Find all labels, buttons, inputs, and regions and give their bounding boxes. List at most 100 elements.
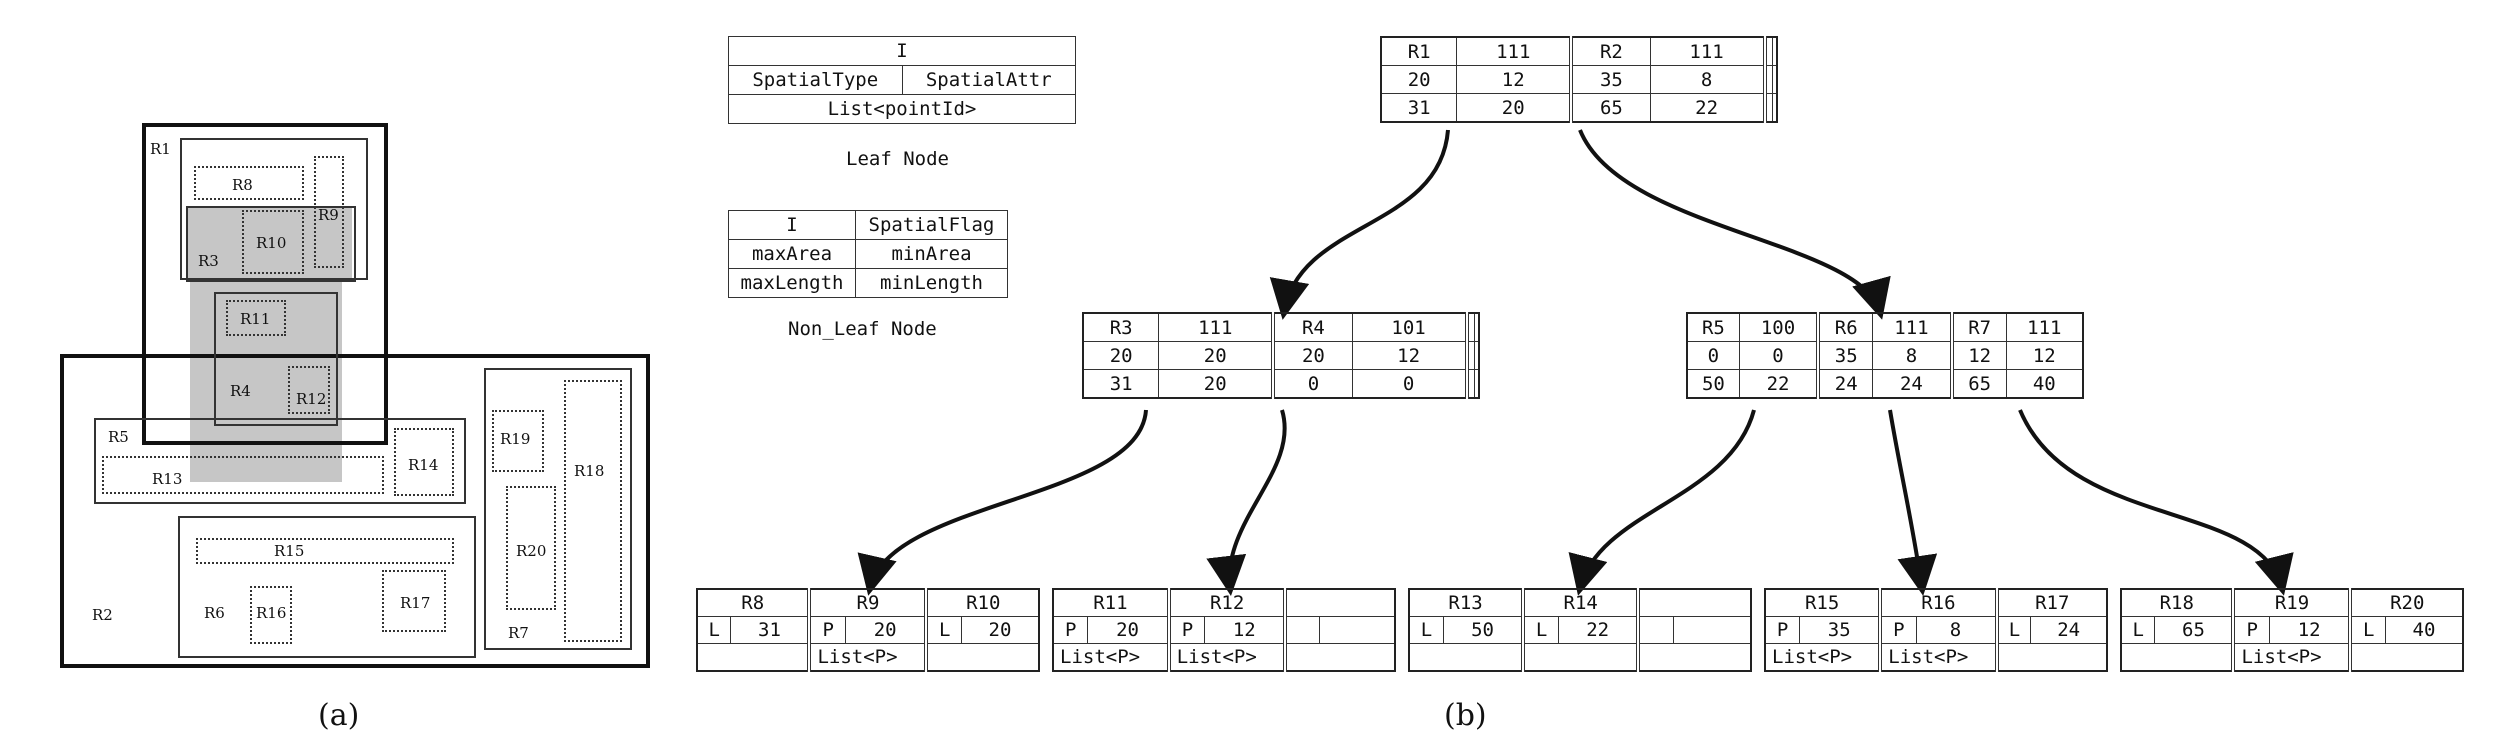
label-r17: R17 — [400, 594, 431, 612]
root-cell — [1762, 65, 1773, 94]
leaf-entry-attr: 20 — [960, 616, 1040, 644]
inner-right-cell: 0 — [1738, 341, 1819, 370]
inner-left-cell: 20 — [1158, 341, 1274, 370]
inner-left-cell: 111 — [1158, 312, 1274, 342]
leaf-entry-pointlist: List<P> — [807, 643, 927, 672]
leaf-entry-attr: 20 — [844, 616, 927, 644]
region-r3-lower — [186, 206, 356, 282]
inner-right-cell: 40 — [2005, 369, 2084, 399]
inner-right-cell: R7 — [1949, 312, 2007, 342]
inner-right-cell: 8 — [1872, 341, 1953, 370]
region-r9 — [314, 156, 344, 268]
leaf-entry-type: P — [1052, 616, 1089, 644]
leaf-entry-attr: 35 — [1799, 616, 1881, 644]
region-r5 — [94, 418, 466, 504]
leaf-entry-type — [1636, 616, 1674, 644]
label-r15: R15 — [274, 542, 305, 560]
leaf-entry-name: R11 — [1052, 588, 1170, 617]
leaf-entry-type: L — [2120, 616, 2156, 644]
leaf-entry-name: R8 — [696, 588, 810, 617]
leaf-entry-name: R16 — [1878, 588, 1998, 617]
inner-left-cell: R4 — [1271, 312, 1353, 342]
inner-left-cell: 31 — [1082, 369, 1160, 399]
inner-left-cell — [1464, 341, 1475, 370]
label-r7: R7 — [508, 624, 529, 642]
leaf-entry-name — [1283, 588, 1396, 617]
region-r7 — [484, 368, 632, 650]
leaf-entry-attr: 31 — [730, 616, 810, 644]
leaf-entry-pointlist — [1283, 643, 1396, 672]
leaf-entry-type — [1283, 616, 1320, 644]
leaf-entry-type: P — [1166, 616, 1206, 644]
region-r19 — [492, 410, 544, 472]
panel-b-label: (b) — [1444, 698, 1487, 733]
edge-r3 — [857, 409, 1148, 596]
nonleaf-legend-spatialflag: SpatialFlag — [854, 210, 1009, 240]
nonleaf-legend-minlength: minLength — [854, 268, 1009, 298]
region-r6 — [178, 516, 476, 658]
root-cell: 35 — [1569, 65, 1651, 94]
root-cell: 20 — [1456, 93, 1572, 123]
root-cell: 111 — [1649, 36, 1766, 66]
label-r5: R5 — [108, 428, 129, 446]
region-r13 — [102, 456, 384, 494]
leaf-entry-attr — [1318, 616, 1396, 644]
root-cell: 12 — [1456, 65, 1572, 94]
leaf-legend-pointlist: List<pointId> — [728, 94, 1076, 124]
leaf-entry-pointlist: List<P> — [1878, 643, 1998, 672]
region-r20 — [506, 486, 556, 610]
leaf-entry-attr — [1672, 616, 1752, 644]
leaf-entry-pointlist — [696, 643, 810, 672]
inner-right-cell: R6 — [1816, 312, 1874, 342]
leaf-entry-pointlist — [924, 643, 1040, 672]
label-r10: R10 — [256, 234, 287, 252]
edge-r6 — [1888, 409, 1938, 596]
leaf-entry-name — [1636, 588, 1752, 617]
root-cell: 31 — [1380, 93, 1458, 123]
leaf-entry-pointlist — [1521, 643, 1639, 672]
leaf-entry-attr: 65 — [2154, 616, 2234, 644]
leaf-entry-name: R18 — [2120, 588, 2234, 617]
region-r14 — [394, 428, 454, 496]
root-cell — [1762, 36, 1773, 66]
region-r2 — [60, 354, 650, 668]
inner-left-cell: 12 — [1351, 341, 1468, 370]
leaf-entry-name: R13 — [1408, 588, 1524, 617]
leaf-entry-attr: 12 — [2268, 616, 2351, 644]
leaf-entry-pointlist: List<P> — [1764, 643, 1881, 672]
region-r10 — [242, 210, 304, 274]
inner-left-cell: 20 — [1271, 341, 1353, 370]
leaf-entry-name: R14 — [1521, 588, 1639, 617]
root-cell: R1 — [1380, 36, 1458, 66]
inner-right-cell: 111 — [1872, 312, 1953, 342]
leaf-entry-type: L — [696, 616, 732, 644]
region-r12 — [288, 366, 330, 414]
edge-r1 — [1269, 129, 1450, 320]
leaf-entry-pointlist: List<P> — [1052, 643, 1170, 672]
leaf-legend-spatialattr: SpatialAttr — [901, 65, 1076, 95]
leaf-entry-pointlist — [1636, 643, 1752, 672]
edge-r7 — [2018, 409, 2294, 596]
leaf-entry-type: P — [807, 616, 846, 644]
region-r11 — [226, 300, 286, 336]
leaf-entry-name: R15 — [1764, 588, 1881, 617]
inner-left-cell — [1473, 369, 1480, 399]
label-r16: R16 — [256, 604, 287, 622]
leaf-entry-type: P — [2231, 616, 2270, 644]
leaf-entry-name: R17 — [1994, 588, 2108, 617]
leaf-entry-type: L — [1521, 616, 1560, 644]
leaf-entry-name: R9 — [807, 588, 927, 617]
inner-left-cell — [1473, 341, 1480, 370]
inner-right-cell: 35 — [1816, 341, 1874, 370]
inner-left-cell: 0 — [1271, 369, 1353, 399]
label-r3: R3 — [198, 252, 219, 270]
